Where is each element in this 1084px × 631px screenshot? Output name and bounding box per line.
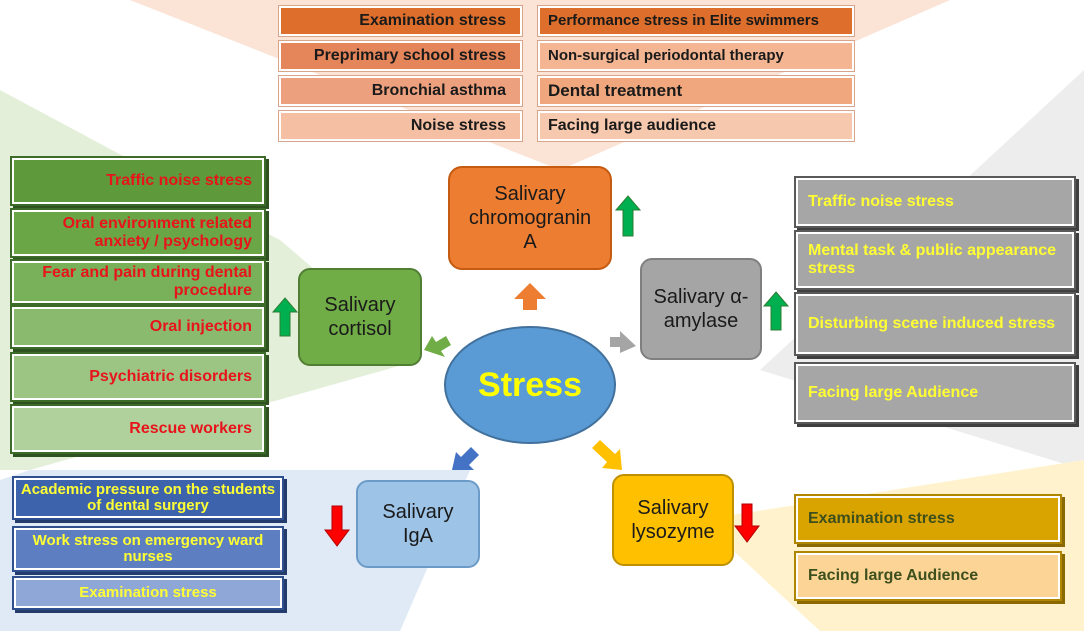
amylase-item-4: Facing large Audience bbox=[796, 364, 1074, 422]
chromogranin-item-3: Bronchial asthma bbox=[279, 76, 522, 106]
increase-arrow-amylase bbox=[762, 291, 790, 331]
decrease-arrow-lysozyme bbox=[734, 503, 760, 543]
chromogranin-item-4: Noise stress bbox=[279, 111, 522, 141]
amylase-item-3: Disturbing scene induced stress bbox=[796, 294, 1074, 354]
amylase-marker: Salivary α-amylase bbox=[640, 258, 762, 360]
iga-item-1: Academic pressure on the students of den… bbox=[14, 478, 282, 518]
increase-arrow-cortisol bbox=[271, 297, 299, 337]
lysozyme-marker: Salivary lysozyme bbox=[612, 474, 734, 566]
iga-item-2: Work stress on emergency ward nurses bbox=[14, 528, 282, 570]
increase-arrow-chromogranin bbox=[614, 195, 642, 237]
cortisol-item-5: Psychiatric disorders bbox=[12, 354, 264, 400]
stress-to-cortisol-arrow bbox=[424, 336, 451, 357]
stress-to-chromogranin-arrow bbox=[514, 283, 546, 310]
cortisol-marker: Salivary cortisol bbox=[298, 268, 422, 366]
cortisol-item-3: Fear and pain during dental procedure bbox=[12, 261, 264, 303]
chromogranin-item-7: Dental treatment bbox=[538, 76, 854, 106]
lysozyme-item-2: Facing large Audience bbox=[796, 553, 1060, 599]
cortisol-item-4: Oral injection bbox=[12, 307, 264, 347]
chromogranin-item-1: Examination stress bbox=[279, 6, 522, 36]
decrease-arrow-iga bbox=[324, 505, 350, 547]
cortisol-item-2: Oral environment related anxiety / psych… bbox=[12, 210, 264, 256]
chromogranin-item-6: Non-surgical periodontal therapy bbox=[538, 41, 854, 71]
stress-center: Stress bbox=[444, 326, 616, 444]
chromogranin-item-2: Preprimary school stress bbox=[279, 41, 522, 71]
chromogranin-item-8: Facing large audience bbox=[538, 111, 854, 141]
iga-item-3: Examination stress bbox=[14, 578, 282, 608]
amylase-item-2: Mental task & public appearance stress bbox=[796, 232, 1074, 288]
stress-to-lysozyme-arrow bbox=[592, 440, 622, 470]
cortisol-item-1: Traffic noise stress bbox=[12, 158, 264, 204]
lysozyme-item-1: Examination stress bbox=[796, 496, 1060, 542]
stress-to-iga-arrow bbox=[452, 447, 479, 470]
stress-to-amylase-arrow bbox=[610, 331, 636, 353]
chromogranin-marker: Salivary chromogranin A bbox=[448, 166, 612, 270]
amylase-item-1: Traffic noise stress bbox=[796, 178, 1074, 226]
cortisol-item-6: Rescue workers bbox=[12, 406, 264, 452]
iga-marker: Salivary IgA bbox=[356, 480, 480, 568]
chromogranin-item-5: Performance stress in Elite swimmers bbox=[538, 6, 854, 36]
